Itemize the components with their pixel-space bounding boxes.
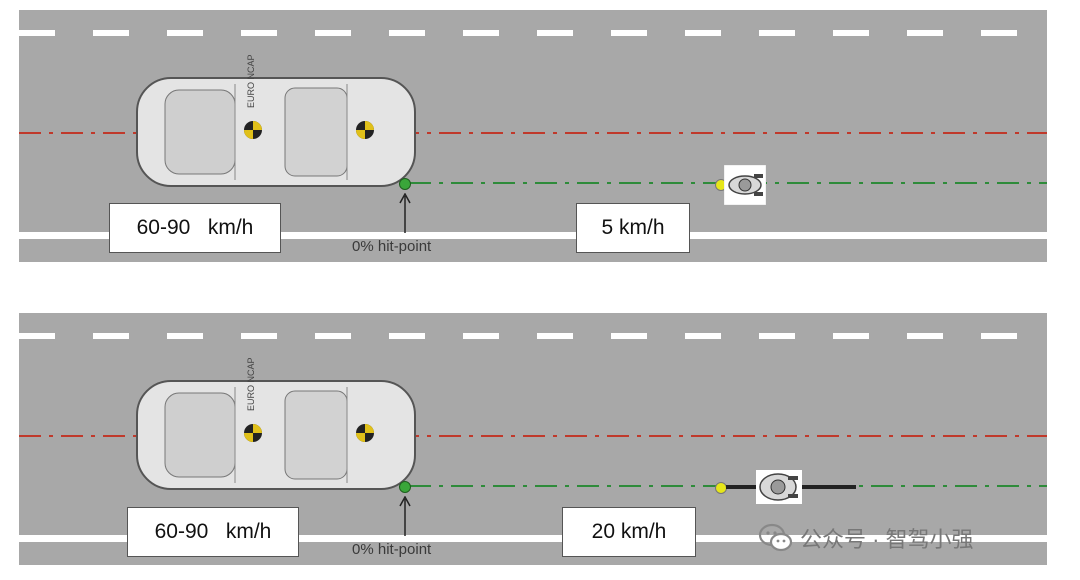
lane-dash-line [19,333,1047,339]
hit-point-arrow-icon [399,496,411,536]
cyclist-icon [726,470,856,504]
lane-dash-line [19,30,1047,36]
car-2-marking: EURO NCAP [246,357,256,411]
hit-point-label: 0% hit-point [352,541,432,558]
hit-point-marker [399,178,411,190]
target-speed-label: 5 km/h [576,203,690,253]
car-1-icon [136,77,416,187]
wechat-icon [758,523,793,552]
car-1-marking: EURO NCAP [246,54,256,108]
car-2-icon [136,380,416,490]
watermark-text: 公众号 · 智驾小强 [800,527,974,552]
car-speed-label: 60-90 km/h [109,203,281,253]
hit-point-arrow-icon [399,193,411,233]
pedestrian-icon [724,165,766,205]
target-speed-label: 20 km/h [562,507,696,557]
car-center-path-line [19,132,1047,134]
watermark: 公众号 · 智驾小强 [758,522,974,554]
road-edge-line [19,535,1047,542]
road-edge-line [19,232,1047,239]
hit-point-label: 0% hit-point [352,238,432,255]
car-speed-label: 60-90 km/h [127,507,299,557]
hit-point-marker [399,481,411,493]
car-center-path-line [19,435,1047,437]
